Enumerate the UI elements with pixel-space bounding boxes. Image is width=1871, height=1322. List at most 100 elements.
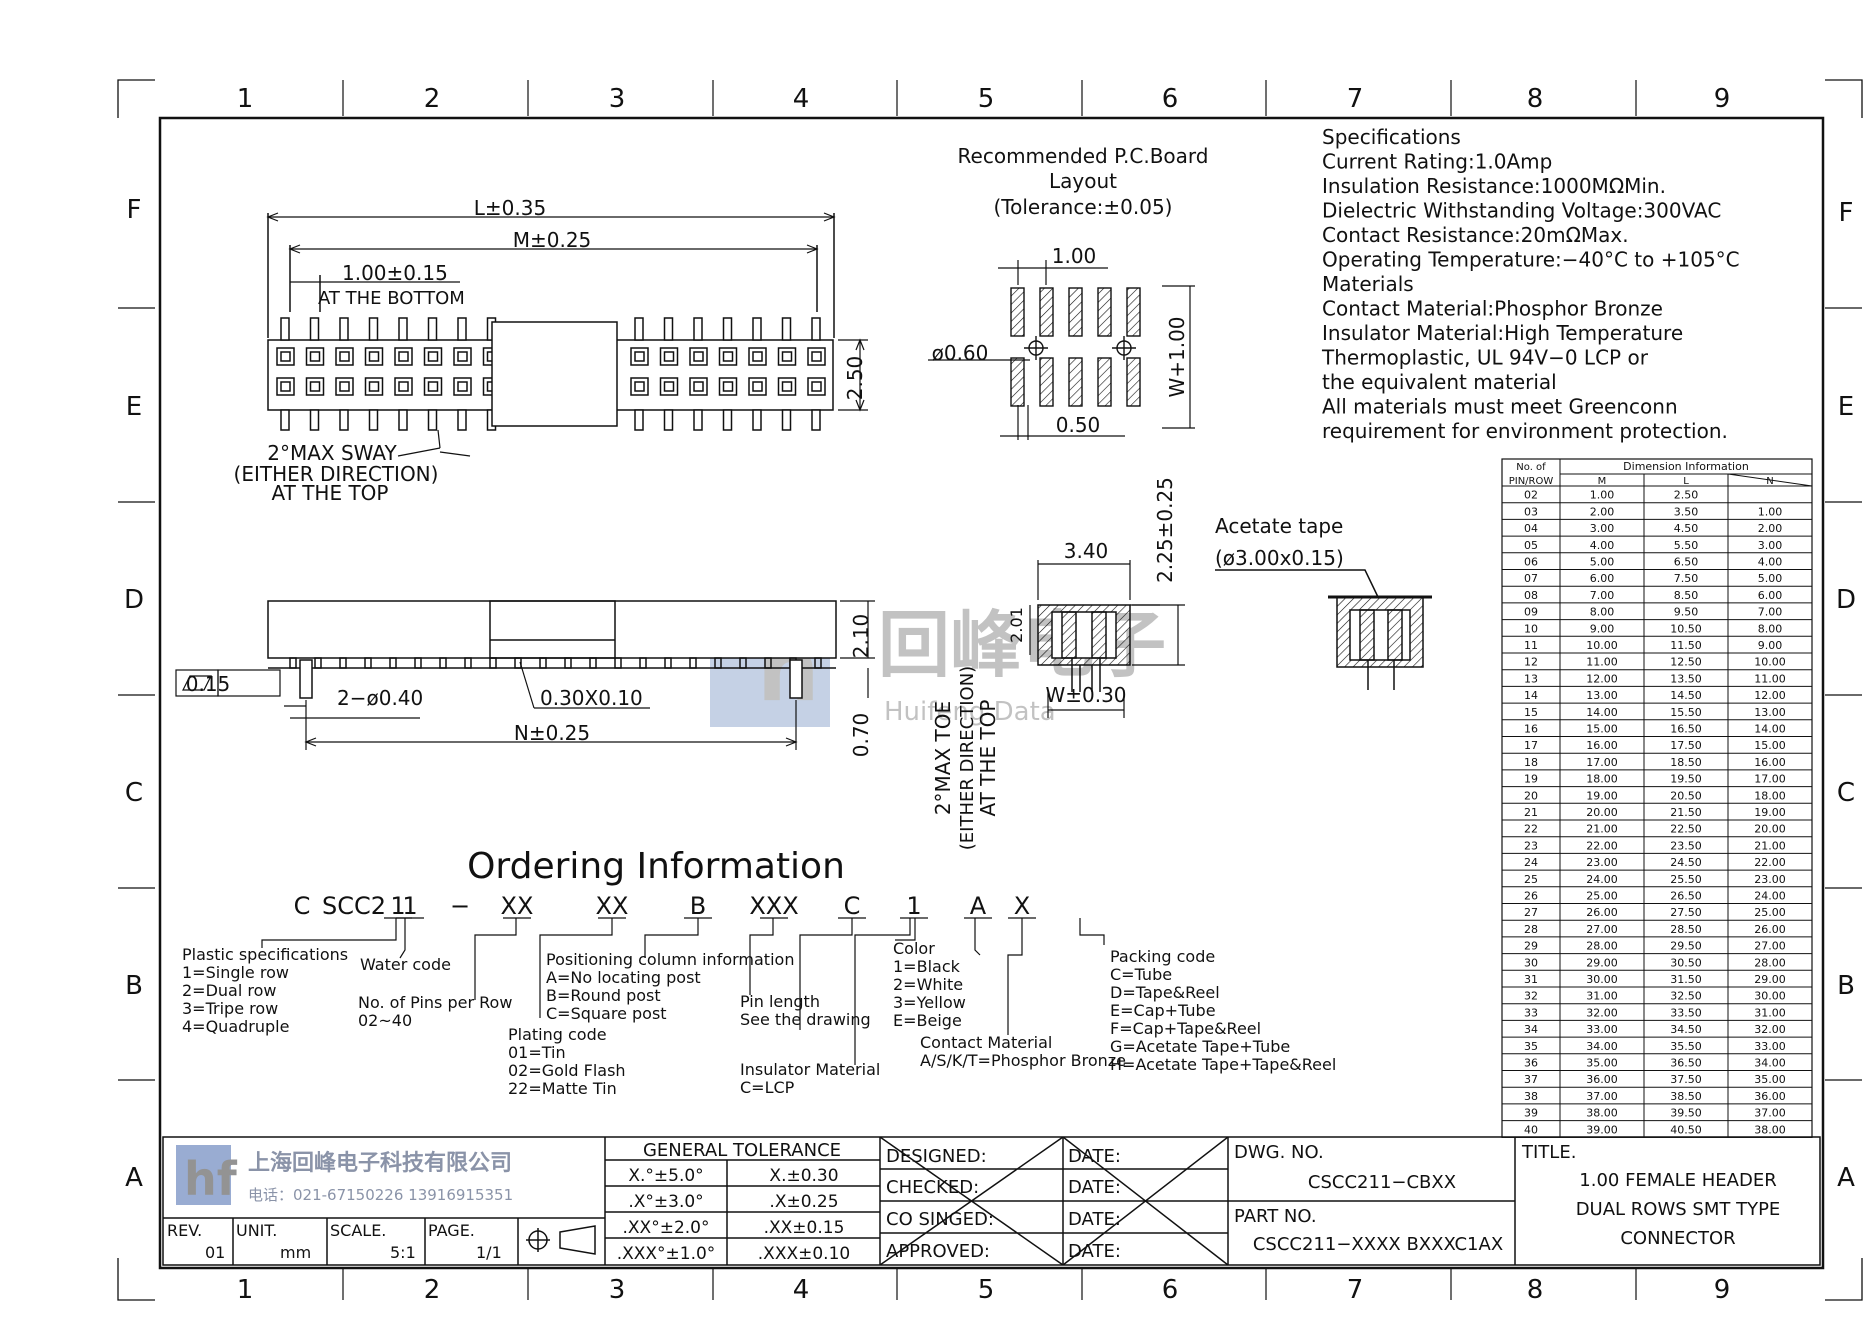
pin-side bbox=[414, 657, 422, 669]
pin-side bbox=[439, 657, 447, 669]
contact-window bbox=[453, 347, 472, 366]
grid-col-8-bottom: 8 bbox=[1527, 1275, 1544, 1305]
color-code: E=Beige bbox=[893, 1011, 962, 1030]
pcb-pad bbox=[1010, 357, 1025, 407]
grid-col-1-bottom: 1 bbox=[237, 1275, 254, 1305]
contact-window bbox=[394, 347, 413, 366]
spec-line: Insulation Resistance:1000MΩMin. bbox=[1322, 174, 1666, 198]
dim-table-cell: 8.00 bbox=[1758, 622, 1783, 635]
dim-table-cell: 32.50 bbox=[1670, 990, 1702, 1003]
dimension-lines-side bbox=[175, 600, 875, 750]
pin-top bbox=[339, 317, 349, 341]
dim-table-col-N: N bbox=[1766, 476, 1773, 487]
dim-table-cell: 7.50 bbox=[1674, 572, 1699, 585]
pin-bottom bbox=[368, 409, 379, 431]
tolerance-table: X.°±5.0°X.±0.30.X°±3.0°.X±0.25.XX°±2.0°.… bbox=[617, 1166, 851, 1264]
pcb-title-1: Recommended P.C.Board bbox=[958, 144, 1209, 168]
dim-table-cell: 21 bbox=[1524, 806, 1538, 819]
spec-line: Dielectric Withstanding Voltage:300VAC bbox=[1322, 199, 1721, 223]
dwg-no: CSCC211−CBXX bbox=[1308, 1172, 1456, 1193]
grid-row-b: B bbox=[125, 971, 143, 1001]
title-block bbox=[162, 1136, 1821, 1266]
dim-table-cell: 23.00 bbox=[1586, 856, 1618, 869]
contact-window bbox=[689, 347, 708, 366]
dim-table-cell: 22.00 bbox=[1586, 839, 1618, 852]
date-label-4: DATE: bbox=[1068, 1241, 1121, 1262]
grid-col-6-bottom: 6 bbox=[1162, 1275, 1179, 1305]
dim-table-cell: 11.00 bbox=[1754, 672, 1786, 685]
dim-table-cell: 22.00 bbox=[1754, 856, 1786, 869]
dim-table-cell: 32.00 bbox=[1586, 1006, 1618, 1019]
contact-window-inner bbox=[339, 381, 350, 392]
contact-window-inner bbox=[398, 351, 409, 362]
date-label-1: DATE: bbox=[1068, 1146, 1121, 1167]
dim-table-cell: 20.00 bbox=[1586, 806, 1618, 819]
grid-col-4: 4 bbox=[793, 84, 810, 114]
dim-height-201: 2.01 bbox=[1007, 607, 1026, 643]
dim-table-cell: 4.00 bbox=[1758, 556, 1783, 569]
plating-code: 22=Matte Tin bbox=[508, 1079, 617, 1098]
contact-window-inner bbox=[280, 381, 291, 392]
dim-table-cell: 18 bbox=[1524, 756, 1538, 769]
dim-table-cell: 11.50 bbox=[1670, 639, 1702, 652]
dim-table-cell: 21.50 bbox=[1670, 806, 1702, 819]
tolerance-angle: .XX°±2.0° bbox=[623, 1218, 710, 1238]
pin-bottom bbox=[309, 409, 320, 431]
dim-table-cell: 19.50 bbox=[1670, 773, 1702, 786]
dim-table-cell: 30.00 bbox=[1754, 990, 1786, 1003]
grid-col-3: 3 bbox=[609, 84, 626, 114]
spec-line: the equivalent material bbox=[1322, 370, 1557, 394]
rev-label: REV. bbox=[167, 1221, 202, 1240]
dim-table-cell: 13 bbox=[1524, 672, 1538, 685]
dim-table-cell: 16.50 bbox=[1670, 723, 1702, 736]
tolerance-linear: .X±0.25 bbox=[769, 1192, 838, 1212]
dim-table-cell: 25.00 bbox=[1754, 906, 1786, 919]
dim-table-cell: 39 bbox=[1524, 1107, 1538, 1120]
grid-ruler bbox=[118, 80, 1862, 1300]
dim-table-cell: 27 bbox=[1524, 906, 1538, 919]
ordering-code-part: A bbox=[970, 892, 987, 920]
packing-code: E=Cap+Tube bbox=[1110, 1001, 1216, 1020]
plastic-spec: Plastic specifications bbox=[182, 945, 348, 964]
dim-table-cell: 36.00 bbox=[1586, 1073, 1618, 1086]
contact-window bbox=[689, 377, 708, 396]
dim-table-cell: 38.00 bbox=[1754, 1123, 1786, 1136]
pin-top bbox=[309, 317, 320, 341]
toe-line-3: AT THE TOP bbox=[976, 700, 1000, 817]
pcb-pad bbox=[1039, 287, 1054, 337]
spec-line: Insulator Material:High Temperature bbox=[1322, 321, 1683, 345]
dim-table-cell: 26.00 bbox=[1754, 923, 1786, 936]
dim-table-cell: 17 bbox=[1524, 739, 1538, 752]
grid-column-labels-top: 1 2 3 4 5 6 7 8 9 bbox=[237, 84, 1731, 114]
acetate-tape-view bbox=[1215, 569, 1432, 690]
dim-table-cell: 4.00 bbox=[1590, 539, 1615, 552]
dim-table-cell: 31 bbox=[1524, 973, 1538, 986]
dim-table-cell: 22 bbox=[1524, 823, 1538, 836]
pin-side bbox=[314, 657, 322, 669]
pcb-w: W+1.00 bbox=[1165, 316, 1189, 397]
dim-table-cell: 10 bbox=[1524, 622, 1538, 635]
dim-table-cell: 11.00 bbox=[1586, 656, 1618, 669]
contact-window-inner bbox=[368, 351, 380, 362]
dim-table-cell: 34.00 bbox=[1754, 1057, 1786, 1070]
dim-table-cell: 15 bbox=[1524, 706, 1538, 719]
grid-col-8: 8 bbox=[1527, 84, 1544, 114]
pin-top bbox=[457, 317, 467, 341]
contact-window-inner bbox=[663, 381, 675, 392]
dim-table-cell: 29.50 bbox=[1670, 940, 1702, 953]
dim-table-cell: 11 bbox=[1524, 639, 1538, 652]
pcb-pad-width: 0.50 bbox=[1056, 413, 1101, 437]
contact-window bbox=[748, 347, 767, 366]
pin-top bbox=[427, 317, 438, 341]
grid-row-labels: F E D C B A F E D C B A bbox=[124, 195, 1856, 1193]
spec-line: Materials bbox=[1322, 272, 1414, 296]
pcb-pad bbox=[1097, 357, 1112, 407]
insulator-material: C=LCP bbox=[740, 1078, 795, 1097]
ordering-code-part: 1 bbox=[906, 892, 921, 920]
dim-table-cell: 28 bbox=[1524, 923, 1538, 936]
grid-col-4-bottom: 4 bbox=[793, 1275, 810, 1305]
grid-row-e: E bbox=[126, 392, 142, 422]
contact-window-inner bbox=[722, 381, 734, 392]
ordering-code-part: X bbox=[1014, 892, 1030, 920]
pin-top bbox=[811, 317, 821, 341]
